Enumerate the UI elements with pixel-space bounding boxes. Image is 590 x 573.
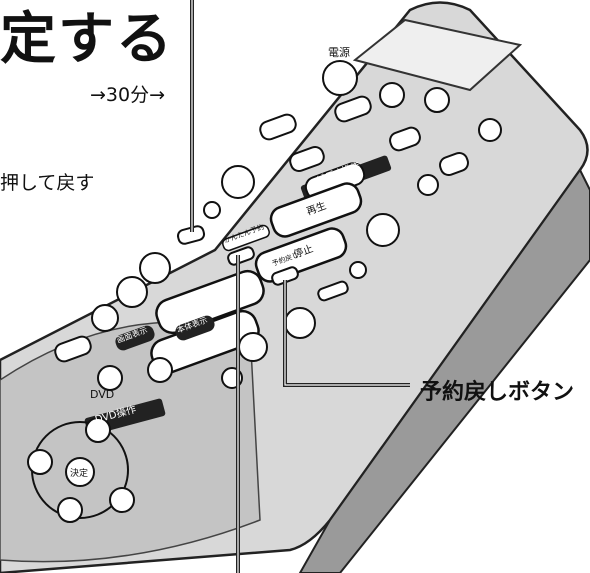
end-button[interactable] bbox=[227, 246, 256, 266]
mail-button[interactable] bbox=[388, 125, 422, 152]
easy-timer-bar bbox=[222, 224, 270, 252]
head-button-right[interactable] bbox=[349, 261, 367, 279]
remote-side bbox=[298, 168, 590, 573]
channel-button[interactable] bbox=[438, 151, 470, 177]
ff-button-lower[interactable] bbox=[284, 307, 316, 339]
step-text: →30分→ bbox=[90, 84, 166, 106]
angle-button[interactable] bbox=[97, 365, 123, 391]
pointed-button[interactable] bbox=[176, 225, 206, 245]
power-button[interactable] bbox=[322, 60, 358, 96]
dpad-up-button[interactable] bbox=[85, 417, 111, 443]
slow-button[interactable] bbox=[417, 174, 439, 196]
ff-button-top[interactable] bbox=[366, 213, 400, 247]
rewind-button-lower[interactable] bbox=[139, 252, 171, 284]
dpad-right-button[interactable] bbox=[109, 487, 135, 513]
vtr-dvd-button[interactable] bbox=[258, 112, 298, 141]
decide-label: 決定 bbox=[70, 467, 88, 479]
head-button-left[interactable] bbox=[203, 201, 221, 219]
remote-display-window bbox=[352, 18, 523, 92]
dvd-label: DVD bbox=[90, 388, 114, 401]
dvd-panel bbox=[0, 321, 261, 563]
input-switch-button[interactable] bbox=[333, 94, 373, 123]
tape-eject-button[interactable] bbox=[379, 82, 405, 108]
decide-button[interactable] bbox=[65, 457, 95, 487]
page-heading: 定する bbox=[0, 7, 174, 72]
play-button-top[interactable] bbox=[268, 180, 365, 240]
tray-button[interactable] bbox=[424, 87, 450, 113]
pause-button-lower[interactable] bbox=[116, 276, 148, 308]
rewind-button-top[interactable] bbox=[221, 165, 255, 199]
program-button[interactable] bbox=[147, 357, 173, 383]
prev-button[interactable] bbox=[91, 304, 119, 332]
vtr-dvd-output-button[interactable] bbox=[478, 118, 502, 142]
callout-line-white-right bbox=[284, 280, 410, 386]
skip-search-button[interactable] bbox=[317, 280, 349, 302]
screen-display-button[interactable] bbox=[113, 324, 156, 353]
next-button[interactable] bbox=[238, 332, 268, 362]
record-button[interactable] bbox=[288, 145, 326, 174]
timer-back-button[interactable] bbox=[271, 266, 300, 286]
timer-back-callout-label: 予約戻しボタン bbox=[420, 380, 575, 405]
stop-button-top[interactable] bbox=[253, 225, 350, 285]
dpad-left-button[interactable] bbox=[27, 449, 53, 475]
instruction-text: 押して戻す bbox=[0, 172, 95, 194]
initial-setup-button[interactable] bbox=[53, 334, 93, 363]
main-display-button[interactable] bbox=[173, 314, 216, 343]
dpad-down-button[interactable] bbox=[57, 497, 83, 523]
power-label: 電源 bbox=[328, 45, 350, 59]
